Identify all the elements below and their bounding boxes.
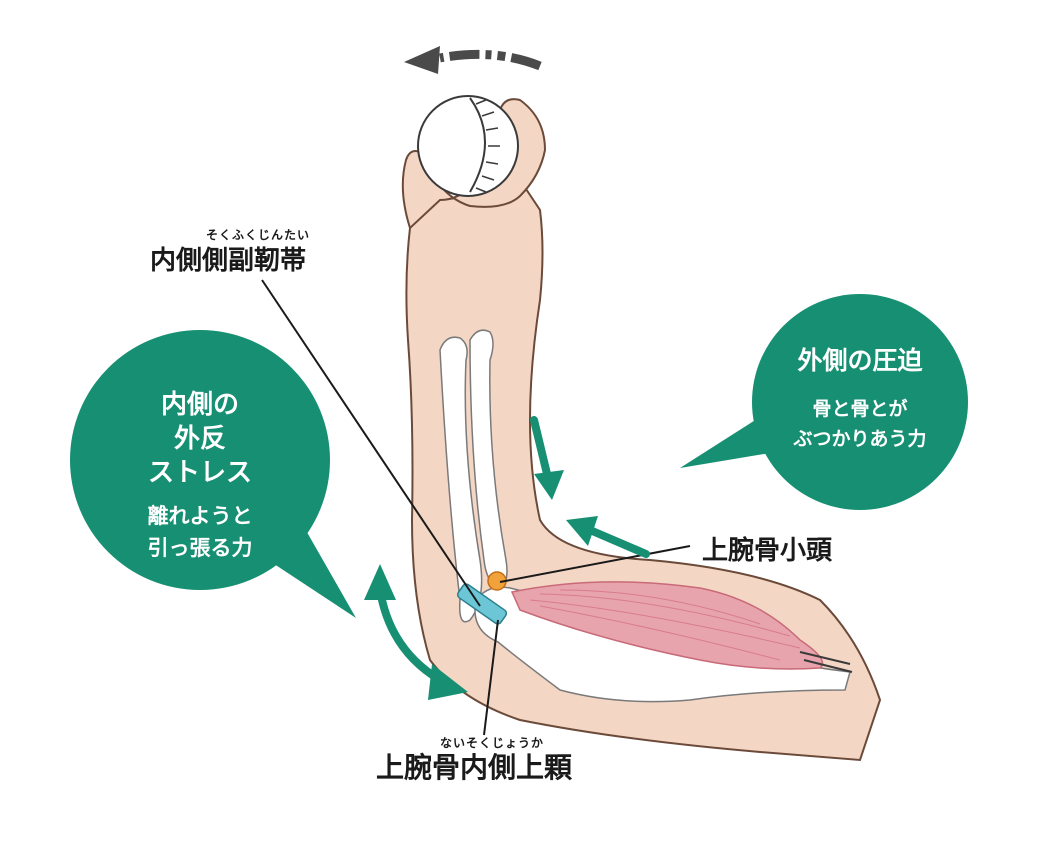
medial-bubble-title: 内側の 外反 ストレス [100, 388, 300, 490]
lateral-desc-line-2: ぶつかりあう力 [793, 428, 927, 450]
stretch-double-arrow [364, 564, 468, 700]
forearm-bone-radius [469, 329, 508, 591]
baseball [417, 95, 519, 197]
medial-title-line-1: 内側の [160, 390, 239, 420]
epicondyle-label: 上腕骨内側上顆 [376, 751, 573, 784]
capitulum-label: 上腕骨小頭 [702, 536, 833, 566]
ligament-label: 内側側副靭帯 [150, 246, 307, 276]
pointer-epicondyle [483, 619, 499, 736]
epicondyle-ruby: ないそくじょうか [440, 736, 545, 750]
ligament [456, 583, 508, 625]
forearm-bone-ulna [439, 336, 483, 623]
throw-motion-arrow [404, 46, 542, 74]
lateral-compression-bubble [680, 294, 968, 510]
ligament-ruby: そくふくじんたい [206, 228, 311, 242]
compression-arrows [530, 416, 650, 558]
lateral-bubble-desc: 骨と骨とが ぶつかりあう力 [760, 394, 960, 454]
lateral-desc-line-1: 骨と骨とが [812, 398, 908, 420]
medial-desc-line-1: 離れようと [147, 504, 253, 528]
medial-title-line-2: 外反 [173, 424, 226, 454]
biceps-muscle [510, 581, 853, 673]
medial-desc-line-2: 引っ張る力 [147, 536, 253, 560]
medial-stress-bubble [70, 330, 356, 618]
pointer-ligament [261, 279, 481, 607]
pointer-capitulum [499, 545, 691, 583]
medial-bubble-desc: 離れようと 引っ張る力 [100, 500, 300, 564]
medial-title-line-3: ストレス [147, 458, 252, 488]
lateral-bubble-title: 外側の圧迫 [797, 346, 923, 375]
